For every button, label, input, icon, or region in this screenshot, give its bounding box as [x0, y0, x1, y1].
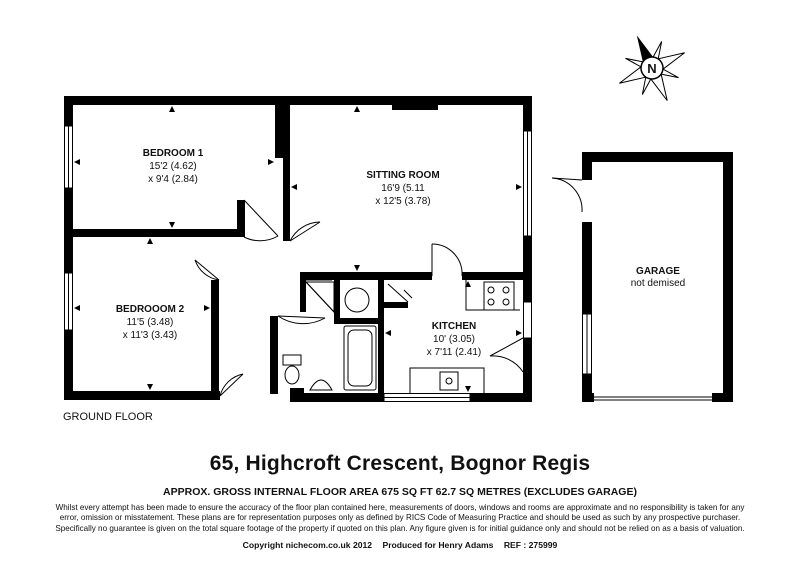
- compass-letter: N: [647, 61, 656, 76]
- sitting-room-name: SITTING ROOM: [366, 170, 439, 181]
- produced-for: Produced for Henry Adams: [382, 540, 494, 550]
- garage-note: not demised: [631, 278, 685, 289]
- bedroom1-name: BEDROOM 1: [143, 148, 204, 159]
- sitting-room-dim1: 16'9 (5.11: [381, 183, 425, 194]
- windows: [64, 125, 592, 402]
- bedroom2-dim2: x 11'3 (3.43): [123, 330, 178, 341]
- garage-name: GARAGE: [636, 266, 680, 277]
- kitchen-name: KITCHEN: [432, 321, 476, 332]
- reference: REF : 275999: [503, 540, 558, 550]
- floor-area: APPROX. GROSS INTERNAL FLOOR AREA 675 SQ…: [163, 486, 637, 498]
- measure-arrows: [74, 106, 522, 392]
- compass-icon: [619, 35, 685, 101]
- floor-label: GROUND FLOOR: [63, 411, 153, 423]
- garage-door: [594, 396, 712, 401]
- walls: [64, 96, 733, 402]
- disclaimer: Whilst every attempt has been made to en…: [55, 503, 745, 533]
- bedroom1-dim1: 15'2 (4.62): [149, 161, 197, 172]
- bedroom2-dim1: 11'5 (3.48): [127, 317, 174, 328]
- kitchen-dim1: 10' (3.05): [433, 334, 475, 345]
- bedroom2-name: BEDROOOM 2: [116, 304, 185, 315]
- fixtures: [282, 279, 520, 393]
- doors: [194, 177, 583, 397]
- kitchen-dim2: x 7'11 (2.41): [427, 347, 482, 358]
- copyright: Copyright nichecom.co.uk 2012: [242, 540, 373, 550]
- sitting-room-dim2: x 12'5 (3.78): [375, 196, 430, 207]
- credits: Copyright nichecom.co.uk 2012 Produced f…: [0, 540, 800, 550]
- property-title: 65, Highcroft Crescent, Bognor Regis: [209, 452, 591, 475]
- bedroom1-dim2: x 9'4 (2.84): [148, 174, 198, 185]
